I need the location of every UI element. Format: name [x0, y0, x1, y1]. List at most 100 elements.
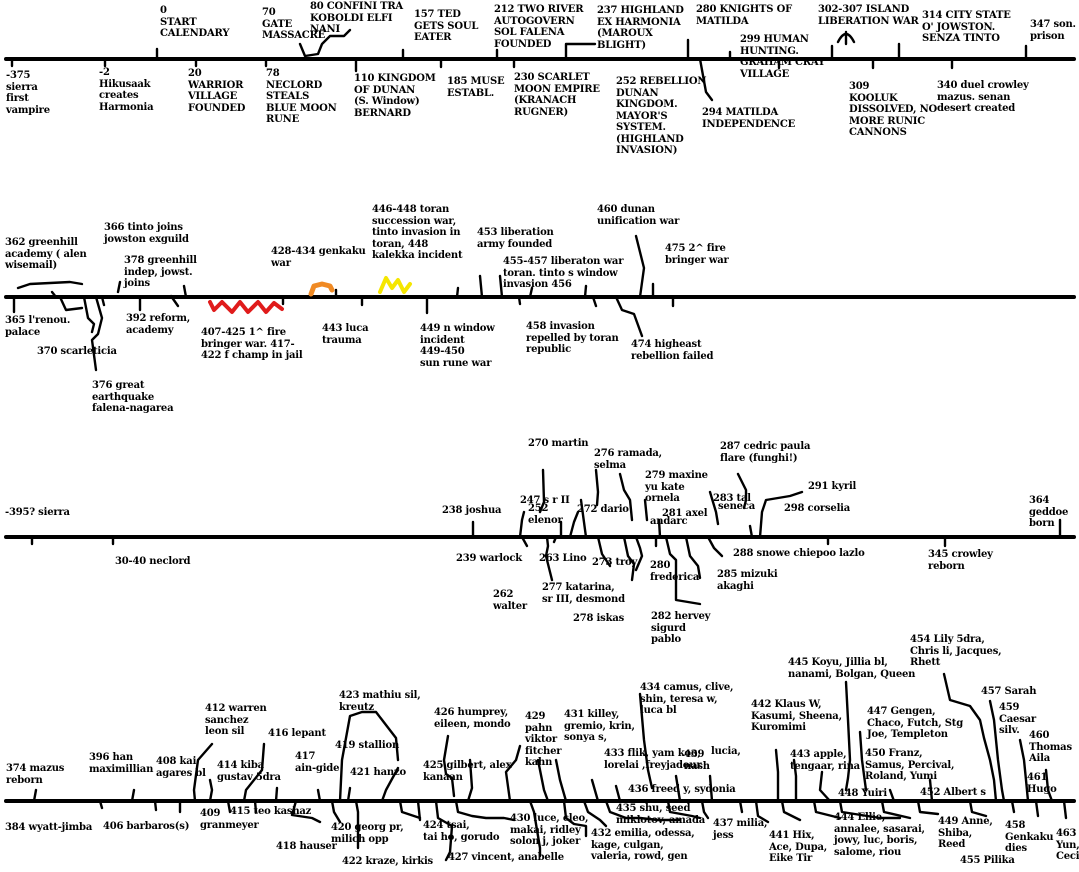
event-label-c445: 445 Koyu, Jillia bl, nanami, Bolgan, Que… [788, 657, 916, 680]
event-label-c412: 412 warren sanchez leon sil [205, 703, 267, 737]
event-label-b_395: -395? sierra [5, 507, 70, 518]
event-label-b30: 30-40 neclord [115, 556, 191, 567]
event-label-e20: 20 WARRIOR VILLAGE FOUNDED [188, 68, 246, 114]
event-label-b262: 262 walter [493, 589, 527, 612]
event-label-c435: 435 shu, seed miklotov, amada [616, 803, 706, 826]
event-label-e212: 212 TWO RIVER AUTOGOVERN SOL FALENA FOUN… [494, 4, 584, 50]
event-label-b281: 281 axel [662, 508, 708, 519]
event-label-e237: 237 HIGHLAND EX HARMONIA (MAROUX BLIGHT) [597, 5, 684, 51]
event-label-c433: 433 flik, yam koo, lorelai ,freyjadour [604, 748, 702, 771]
event-label-c447: 447 Gengen, Chaco, Futch, Stg Joe, Templ… [867, 706, 963, 740]
event-label-c443: 443 apple, tengaar, rina [790, 749, 860, 772]
event-label-c431: 431 killey, gremio, krin, sonya s, [564, 709, 635, 743]
event-label-c444: 444 Ellie, annalee, sasarai, jowy, luc, … [834, 812, 925, 858]
row2-ticks [12, 234, 675, 372]
event-label-e110: 110 KINGDOM OF DUNAN (S. Window) BERNARD [354, 73, 436, 119]
event-label-b280: 280 frederica [650, 560, 700, 583]
event-label-e449: 449 n window incident 449-450 sun rune w… [420, 323, 495, 369]
event-label-e314: 314 CITY STATE O' JOWSTON. SENZA TINTO [922, 10, 1011, 44]
event-label-c436: 436 freed y, sydonia [628, 784, 736, 795]
event-label-c422: 422 kraze, kirkis [342, 856, 433, 867]
event-label-c448: 448 Yuiri [838, 788, 887, 799]
event-label-c452: 452 Albert s [920, 787, 986, 798]
event-label-b288: 288 snowe chiepoo lazlo [733, 548, 865, 559]
event-label-e474: 474 higheast rebellion failed [631, 339, 714, 362]
orange-mark [308, 281, 335, 297]
event-label-c_lucia: lucia, [711, 746, 741, 757]
event-label-b277: 277 katarina, sr III, desmond [542, 582, 625, 605]
event-label-e378: 378 greenhill indep, jowst. joins [124, 255, 197, 289]
event-label-c429: 429 pahn viktor fitcher kahn [525, 711, 562, 768]
event-label-b282: 282 hervey sigurd pablo [651, 611, 711, 645]
event-label-c458: 458 Genkaku dies [1005, 820, 1054, 854]
event-label-b345: 345 crowley reborn [928, 549, 993, 572]
event-label-b239: 239 warlock [456, 553, 522, 564]
event-label-e157: 157 TED GETS SOUL EATER [414, 9, 479, 43]
event-label-b_andarc: andarc [650, 516, 688, 527]
event-label-c421: 421 hanzo [350, 767, 406, 778]
event-label-b276: 276 ramada, selma [594, 448, 662, 471]
event-label-b270: 270 martin [528, 438, 589, 449]
event-label-b298: 298 corselia [784, 503, 851, 514]
event-label-c414: 414 kiba gustav 5dra [217, 760, 281, 783]
event-label-b247: 247 s r II [520, 495, 570, 506]
event-label-c425: 425 gilbert, alex kanaan [423, 760, 512, 783]
event-label-e80: 80 CONFINI TRA KOBOLDI ELFI NANI [310, 1, 403, 35]
event-label-e443: 443 luca trauma [322, 323, 369, 346]
event-label-b283: 283 tal [713, 493, 751, 504]
event-label-e446: 446-448 toran succession war, tinto inva… [372, 204, 463, 261]
event-label-e362: 362 greenhill academy ( alen wisemail) [5, 237, 87, 271]
event-label-c374: 374 mazus reborn [6, 763, 65, 786]
event-label-c441: 441 Hix, Ace, Dupa, Eike Tir [769, 830, 828, 864]
event-label-e366: 366 tinto joins jowston exguild [104, 222, 189, 245]
event-label-b291: 291 kyril [808, 481, 857, 492]
event-label-e294: 294 MATILDA INDEPENDENCE [702, 107, 796, 130]
event-label-e340: 340 duel crowley mazus. senan desert cre… [937, 80, 1029, 114]
event-label-e78: 78 NECLORD STEALS BLUE MOON RUNE [266, 68, 337, 125]
event-label-c455: 455 Pilika [960, 855, 1015, 866]
event-label-e407: 407-425 1^ fire bringer war. 417- 422 f … [201, 327, 303, 361]
event-label-e_375: -375 sierra first vampire [6, 70, 50, 116]
event-label-b263: 263 Lino [539, 553, 587, 564]
event-label-e475: 475 2^ fire bringer war [665, 243, 729, 266]
row1-ticks [10, 28, 1028, 102]
event-label-c417: 417 ain-gide [295, 751, 340, 774]
event-label-e376: 376 great earthquake falena-nagarea [92, 380, 174, 414]
event-label-b272: 272 dario [577, 504, 629, 515]
event-label-c384: 384 wyatt-jimba [5, 822, 93, 833]
event-label-b364: 364 geddoe born [1029, 495, 1069, 529]
event-label-c406: 406 barbaros(s) [103, 821, 190, 832]
event-label-c415: 415 teo kashaz [230, 806, 312, 817]
event-label-c459: 459 Caesar silv. [999, 702, 1036, 736]
event-label-e309: 309 KOOLUK DISSOLVED, NO MORE RUNIC CANN… [849, 81, 938, 138]
event-label-c416: 416 lepant [268, 728, 326, 739]
event-label-c461: 461 Hugo [1027, 772, 1057, 795]
event-label-e70: 70 GATE MASSACRE [262, 7, 326, 41]
event-label-c439: 439 nash [684, 749, 710, 772]
event-label-e453: 453 liberation army founded [477, 227, 554, 250]
event-label-b285: 285 mizuki akaghi [717, 569, 778, 592]
event-label-e302: 302-307 ISLAND LIBERATION WAR [818, 4, 919, 27]
event-label-b252: 252 elenor [528, 503, 563, 526]
event-label-c463: 463 Yun, Cecile [1056, 828, 1079, 862]
event-label-e0: 0 START CALENDARY [160, 5, 230, 39]
event-label-c427: 427 vincent, anabelle [448, 852, 564, 863]
event-label-c430: 430 luce, cleo, makai, ridley solon j, j… [510, 813, 589, 847]
event-label-e252: 252 REBELLION DUNAN KINGDOM. MAYOR'S SYS… [616, 76, 707, 156]
event-label-c432: 432 emilia, odessa, kage, culgan, valeri… [591, 828, 695, 862]
event-label-e428: 428-434 genkaku war [271, 246, 366, 269]
event-label-b287: 287 cedric paula flare (funghi!) [720, 441, 811, 464]
event-label-c409: 409 granmeyer [200, 808, 259, 831]
event-label-c420: 420 georg pr, milich opp [331, 822, 404, 845]
event-label-e392: 392 reform, academy [126, 313, 191, 336]
event-label-c454: 454 Lily 5dra, Chris li, Jacques, Rhett [910, 634, 1002, 668]
event-label-c437: 437 milia, jess [713, 818, 768, 841]
event-label-b279: 279 maxine yu kate ornela [645, 470, 708, 504]
event-label-b238: 238 joshua [442, 505, 502, 516]
row4-ticks [32, 672, 1068, 862]
event-label-c449: 449 Anne, Shiba, Reed [938, 816, 993, 850]
event-label-c426: 426 humprey, eileen, mondo [434, 707, 511, 730]
event-label-e299: 299 HUMAN HUNTING. GRAHAM CRAY VILLAGE [740, 34, 825, 80]
